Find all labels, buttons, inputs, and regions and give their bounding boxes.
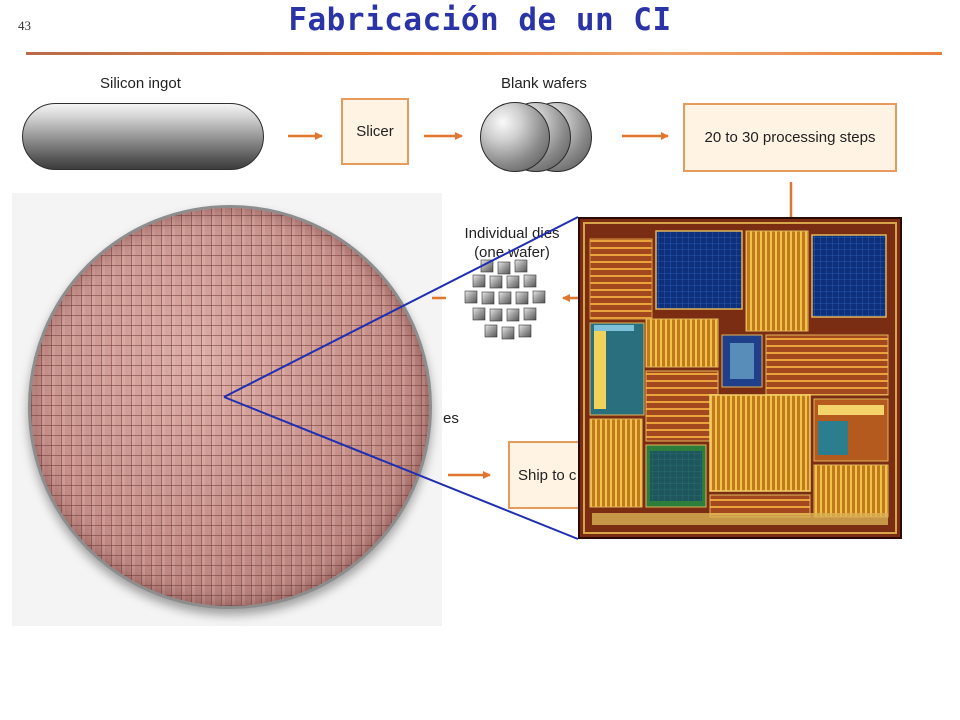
- die-square: [498, 291, 512, 305]
- individual-dies-label-line2: (one wafer): [474, 244, 550, 261]
- die-square: [501, 326, 515, 340]
- die-square: [506, 275, 520, 289]
- slide-title: Fabricación de un CI: [288, 2, 672, 38]
- die-square: [489, 275, 503, 289]
- die-logic-block: [589, 238, 653, 320]
- die-logic-block: [645, 370, 719, 442]
- die-square: [497, 261, 511, 275]
- slide-number: 43: [18, 18, 31, 33]
- die-square: [518, 324, 532, 338]
- processing-steps-box: 20 to 30 processing steps: [683, 103, 897, 172]
- die-layout: [580, 219, 900, 537]
- die-square: [515, 291, 529, 305]
- die-logic-block: [813, 464, 889, 518]
- die-logic-block: [765, 334, 889, 396]
- title-underline: [26, 52, 942, 55]
- partial-label: es: [443, 410, 459, 427]
- zoom-line-top: [223, 216, 579, 398]
- die-square: [523, 274, 537, 288]
- wafer-disc: [480, 102, 550, 172]
- zoom-line-bottom: [223, 396, 579, 540]
- die-square: [464, 290, 478, 304]
- die-square: [514, 259, 528, 273]
- die-square: [472, 307, 486, 321]
- ship-label: Ship to c: [518, 466, 577, 484]
- slicer-box: Slicer: [341, 98, 409, 165]
- die-square: [484, 324, 498, 338]
- processor-die-image: [578, 217, 902, 539]
- slicer-label: Slicer: [356, 123, 394, 140]
- silicon-ingot-label: Silicon ingot: [100, 75, 181, 92]
- die-square: [506, 308, 520, 322]
- die-square: [489, 308, 503, 322]
- blank-wafers-image: [480, 100, 600, 176]
- die-square: [532, 290, 546, 304]
- die-square: [472, 274, 486, 288]
- processed-wafer-image: [28, 205, 432, 609]
- die-square: [523, 307, 537, 321]
- die-square: [481, 291, 495, 305]
- individual-dies-image: [464, 259, 546, 340]
- die-logic-block: [745, 230, 809, 332]
- die-cache-block: [811, 234, 887, 318]
- blank-wafers-label: Blank wafers: [501, 75, 587, 92]
- die-logic-block: [589, 418, 643, 508]
- silicon-ingot-image: [22, 103, 264, 170]
- die-cache-block: [655, 230, 743, 310]
- processing-steps-label: 20 to 30 processing steps: [704, 129, 876, 146]
- die-logic-block: [645, 318, 719, 368]
- die-logic-block: [709, 394, 811, 492]
